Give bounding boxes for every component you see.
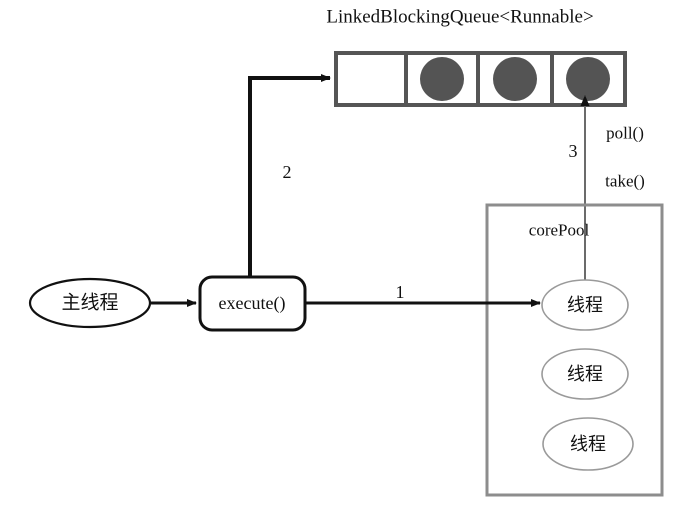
core-thread-ellipse	[541, 279, 629, 331]
step-label-1: 1	[395, 282, 405, 302]
core-pool-label: corePool	[528, 220, 590, 240]
core-thread-ellipse	[542, 417, 634, 471]
poll-method-label: poll()	[606, 123, 644, 143]
queue-task-circle	[566, 57, 610, 101]
core-thread-ellipse	[541, 348, 629, 400]
core-thread-label: 线程	[567, 295, 603, 315]
arrow-enqueue-step2	[248, 74, 331, 278]
core-thread-label: 线程	[570, 434, 606, 454]
step-label-2: 2	[282, 162, 292, 182]
main-thread-label: 主线程	[61, 292, 119, 314]
queue-title: LinkedBlockingQueue<Runnable>	[326, 6, 594, 28]
core-pool-box	[485, 203, 664, 497]
queue-task-circle	[420, 57, 464, 101]
core-thread-label: 线程	[567, 364, 603, 384]
queue-task-circle	[493, 57, 537, 101]
take-method-label: take()	[605, 171, 645, 191]
step-label-3: 3	[568, 141, 578, 161]
execute-label: execute()	[218, 293, 286, 313]
